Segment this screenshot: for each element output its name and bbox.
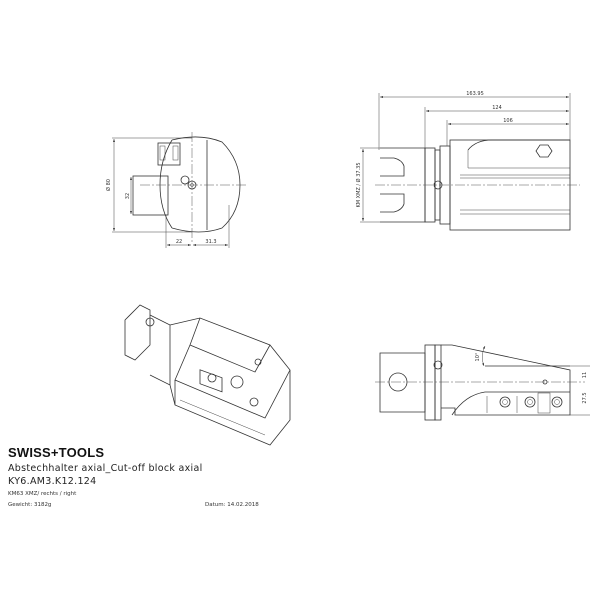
front-view <box>112 132 248 248</box>
dim-22: 22 <box>176 239 182 245</box>
article-code: KY6.AM3.K12.124 <box>8 476 97 487</box>
side-view <box>360 93 580 231</box>
top-view <box>375 344 590 421</box>
dim-diameter-80: Ø 80 <box>105 179 112 191</box>
dim-shank-diameter: KM XMZ / Ø 37.35 <box>355 162 362 207</box>
dim-124: 124 <box>492 105 502 111</box>
dim-32: 32 <box>125 193 131 199</box>
dim-27-5: 27.5 <box>582 392 588 403</box>
dim-11: 11 <box>582 372 588 378</box>
weight-text: Gewicht: 3182g <box>8 502 52 508</box>
isometric-view <box>124 304 291 446</box>
dim-163-95: 163.95 <box>466 91 484 97</box>
spec-text: KM63 XMZ/ rechts / right <box>8 491 77 497</box>
dim-106: 106 <box>503 118 513 124</box>
dim-31-3: 31.3 <box>205 239 216 245</box>
date-text: Datum: 14.02.2018 <box>205 502 259 508</box>
dim-angle-10: 10° <box>475 352 481 361</box>
brand-logo: SWISS+TOOLS <box>8 445 105 460</box>
drawing-title: Abstechhalter axial_Cut-off block axial <box>8 463 203 474</box>
